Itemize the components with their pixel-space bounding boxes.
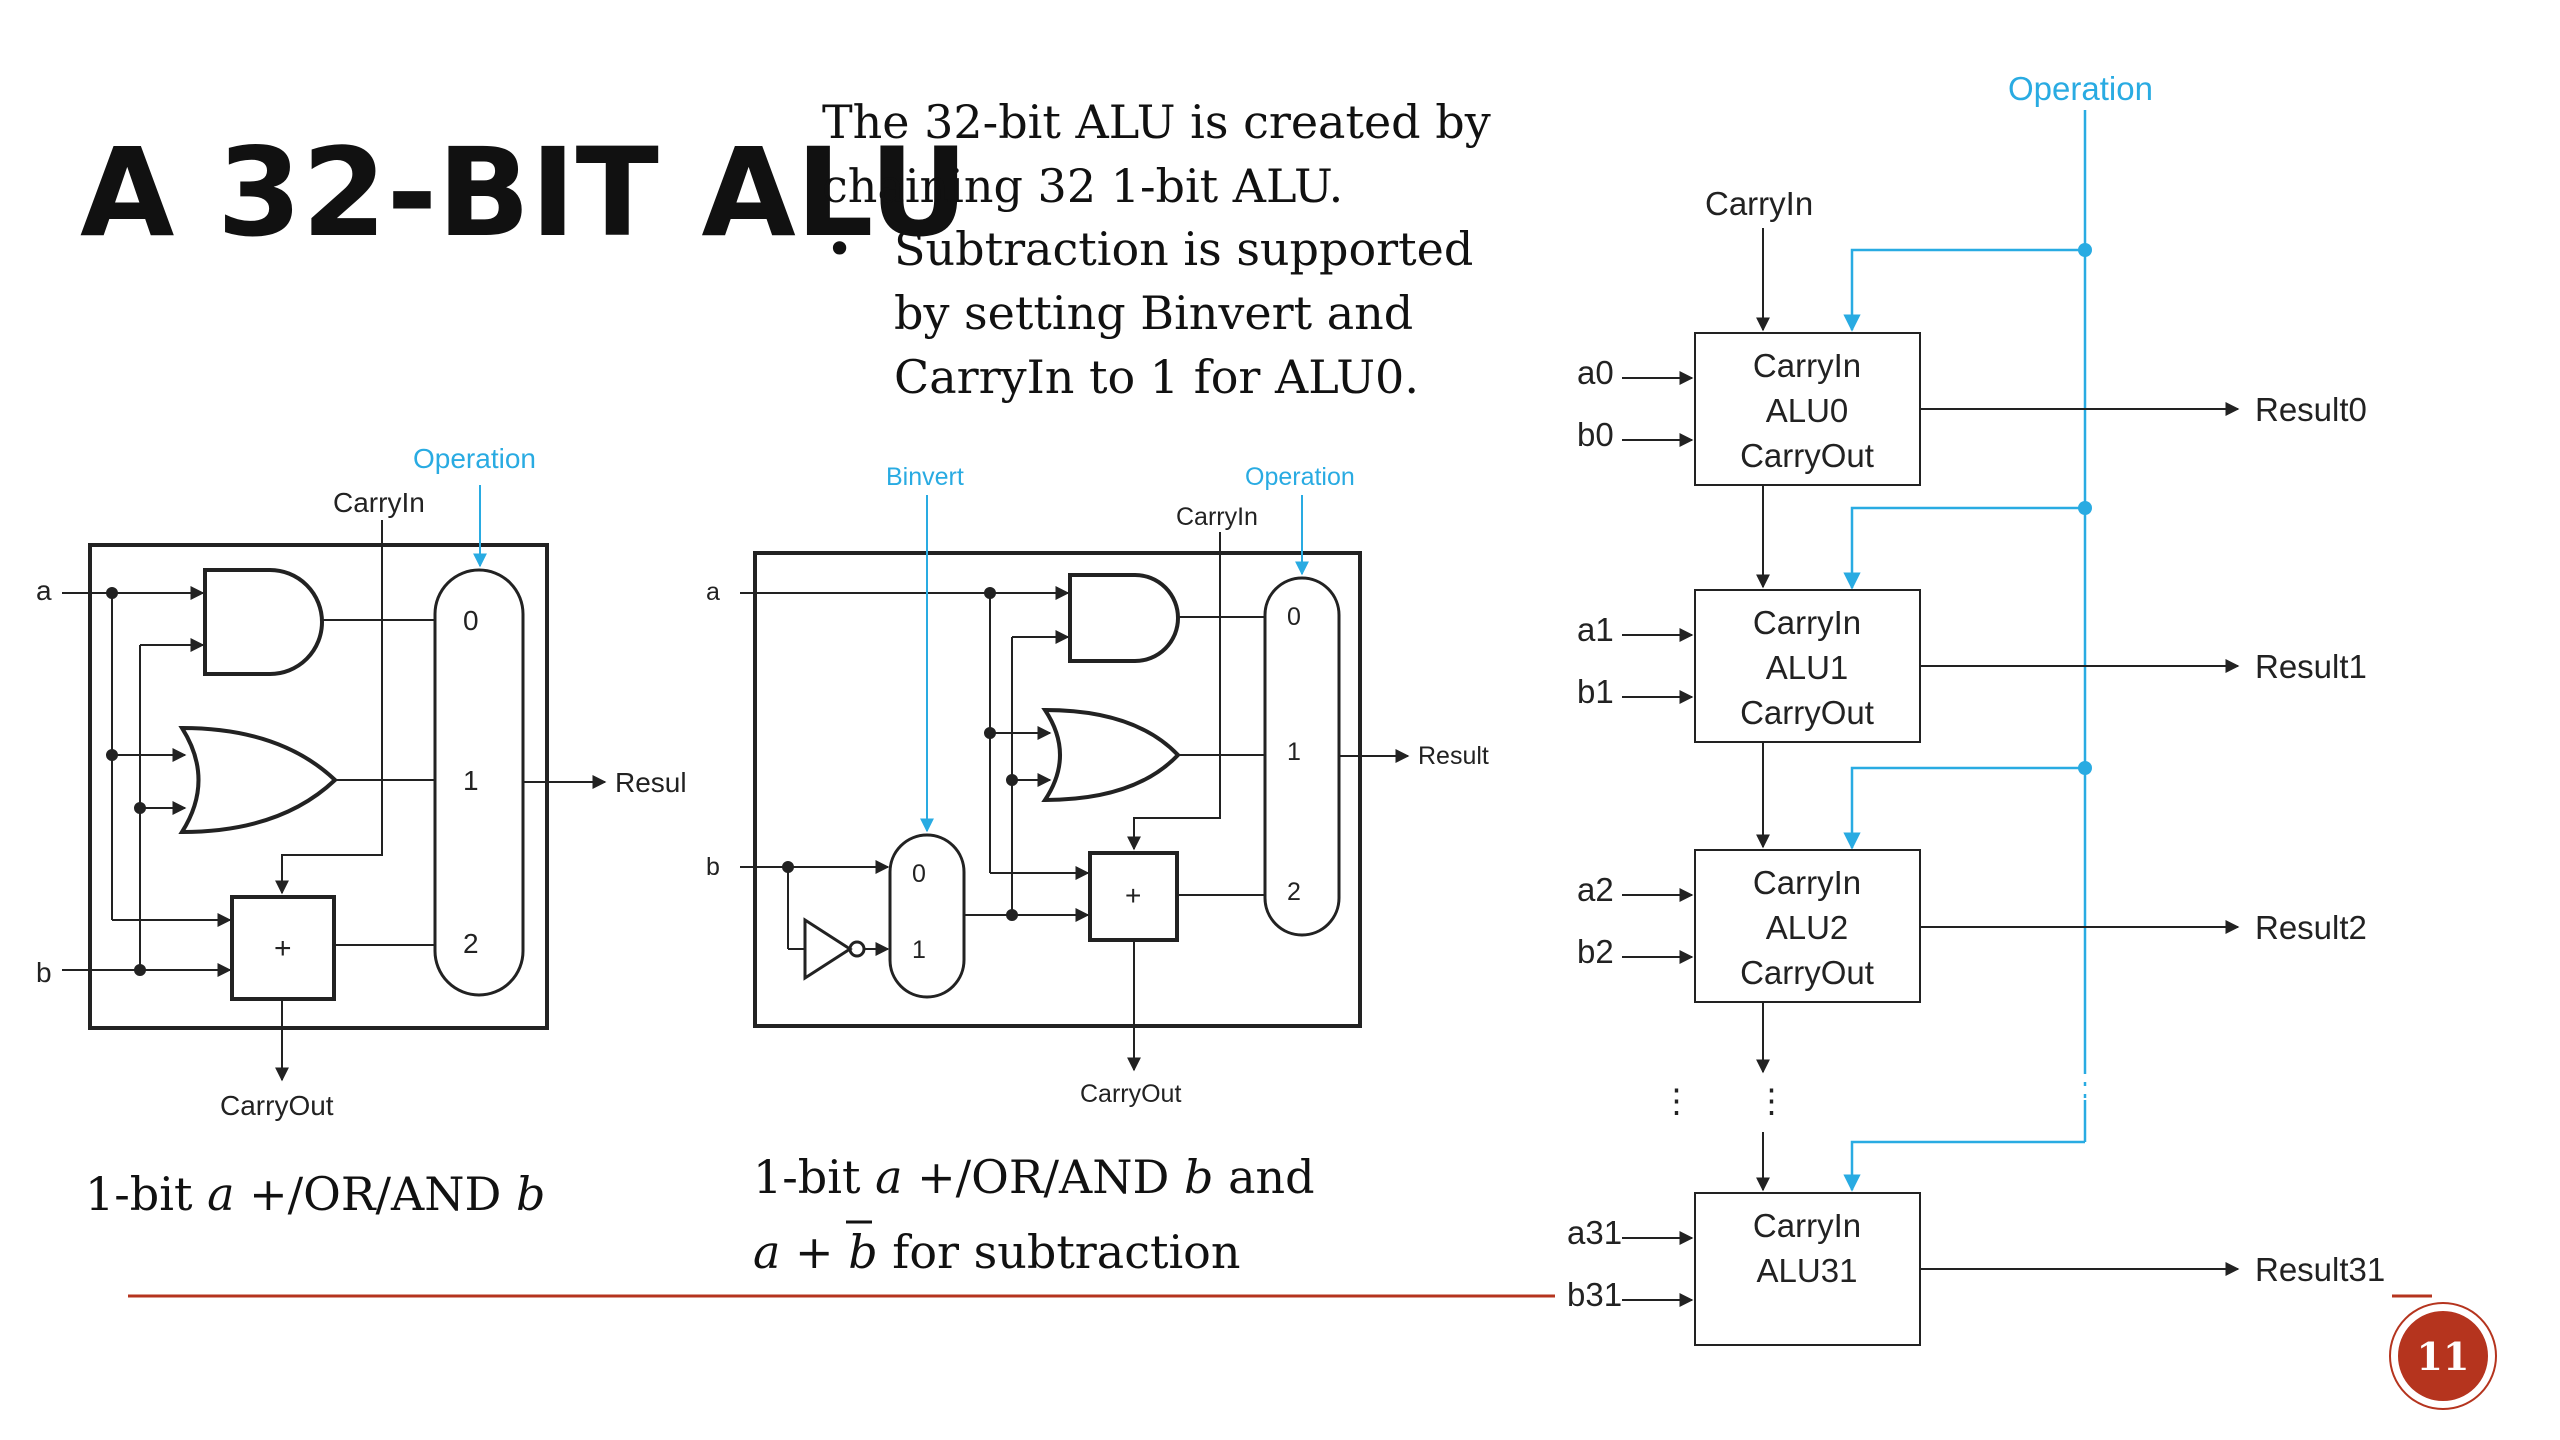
alu2-carryin-label: CarryIn xyxy=(1753,864,1861,901)
middle-binvert-mux xyxy=(888,833,966,999)
chain-carryin-label: CarryIn xyxy=(1705,185,1813,222)
left-carryout-label: CarryOut xyxy=(220,1090,334,1121)
alu0-input-a: a0 xyxy=(1577,354,1614,391)
alu0-carryin-label: CarryIn xyxy=(1753,347,1861,384)
middle-or-gate xyxy=(1041,707,1181,803)
middle-mux-input-0: 0 xyxy=(1287,603,1301,631)
left-figure xyxy=(62,485,607,1082)
left-alu-frame xyxy=(88,543,549,1030)
middle-mux-input-2: 2 xyxy=(1287,878,1301,906)
alu1-input-b: b1 xyxy=(1577,673,1614,710)
alu1-input-a: a1 xyxy=(1577,611,1614,648)
alu1-carryout-label: CarryOut xyxy=(1740,694,1874,731)
left-mux xyxy=(433,568,525,997)
left-and-gate xyxy=(203,568,324,676)
left-carryin-label: CarryIn xyxy=(333,487,425,518)
description-line-2: chaining 32 1-bit ALU. xyxy=(822,159,1343,213)
middle-caption-line-2: a + b for subtraction xyxy=(753,1225,1241,1279)
middle-operation-label: Operation xyxy=(1245,463,1355,491)
page-number-badge xyxy=(2394,1307,2492,1405)
left-mux-input-2: 2 xyxy=(463,928,479,959)
left-input-b: b xyxy=(36,957,52,988)
middle-caption-line-1: 1-bit a +/OR/AND b and xyxy=(753,1150,1315,1204)
middle-input-b: b xyxy=(706,853,720,881)
middle-result-mux xyxy=(1263,576,1341,937)
right-figure xyxy=(1622,110,2240,1346)
middle-input-a: a xyxy=(706,578,720,606)
middle-inv-mux-input-0: 0 xyxy=(912,860,926,888)
alu31-result: Result31 xyxy=(2255,1251,2385,1288)
alu0-result: Result0 xyxy=(2255,391,2367,428)
page-number: 11 xyxy=(2417,1334,2470,1379)
left-figure-labels: Operation CarryIn a b 0 1 2 + Resul Carr… xyxy=(36,443,687,1121)
right-figure-labels: Operation CarryIn CarryIn ALU0 CarryOut … xyxy=(1567,70,2385,1313)
alu31-carryin-label: CarryIn xyxy=(1753,1207,1861,1244)
middle-and-gate xyxy=(1068,573,1180,663)
middle-figure xyxy=(740,495,1410,1072)
middle-adder-symbol: + xyxy=(1125,880,1141,911)
alu31-name: ALU31 xyxy=(1757,1252,1858,1289)
middle-inv-mux-input-1: 1 xyxy=(912,936,926,964)
bullet-line-3: CarryIn to 1 for ALU0. xyxy=(894,350,1419,404)
alu1-carryin-label: CarryIn xyxy=(1753,604,1861,641)
slide-title: A 32-BIT ALU xyxy=(80,122,968,264)
alu1-name: ALU1 xyxy=(1766,649,1849,686)
left-mux-input-1: 1 xyxy=(463,765,479,796)
bullet-line-2: by setting Binvert and xyxy=(894,286,1413,340)
alu2-carryout-label: CarryOut xyxy=(1740,954,1874,991)
middle-binvert-label: Binvert xyxy=(886,463,964,491)
ellipsis-inputs: ⋮ xyxy=(1660,1082,1693,1119)
alu2-input-b: b2 xyxy=(1577,933,1614,970)
middle-figure-labels: Binvert Operation CarryIn a b 0 1 0 1 2 … xyxy=(706,463,1489,1108)
alu1-result: Result1 xyxy=(2255,648,2367,685)
left-mux-input-0: 0 xyxy=(463,605,479,636)
middle-carryout-label: CarryOut xyxy=(1080,1080,1181,1108)
middle-inverter xyxy=(803,917,853,981)
alu2-result: Result2 xyxy=(2255,909,2367,946)
left-or-gate xyxy=(178,725,338,835)
left-result-label: Resul xyxy=(615,767,687,798)
alu2-input-a: a2 xyxy=(1577,871,1614,908)
alu0-input-b: b0 xyxy=(1577,416,1614,453)
alu0-carryout-label: CarryOut xyxy=(1740,437,1874,474)
middle-alu-frame xyxy=(753,551,1362,1028)
left-operation-label: Operation xyxy=(413,443,536,474)
left-caption: 1-bit a +/OR/AND b xyxy=(85,1167,545,1221)
alu31-input-a: a31 xyxy=(1567,1214,1622,1251)
left-input-a: a xyxy=(36,575,52,606)
bullet-marker: • xyxy=(826,222,853,276)
ellipsis-carry: ⋮ xyxy=(1755,1082,1788,1119)
bullet-line-1: Subtraction is supported xyxy=(894,222,1473,276)
description-line-1: The 32-bit ALU is created by xyxy=(822,95,1491,149)
alu0-name: ALU0 xyxy=(1766,392,1849,429)
middle-result-label: Result xyxy=(1418,742,1489,770)
alu2-name: ALU2 xyxy=(1766,909,1849,946)
middle-mux-input-1: 1 xyxy=(1287,738,1301,766)
chain-operation-label: Operation xyxy=(2008,70,2153,107)
description: The 32-bit ALU is created by chaining 32… xyxy=(822,95,1491,404)
left-adder-symbol: + xyxy=(274,932,292,965)
alu31-input-b: b31 xyxy=(1567,1276,1622,1313)
middle-carryin-label: CarryIn xyxy=(1176,503,1258,531)
